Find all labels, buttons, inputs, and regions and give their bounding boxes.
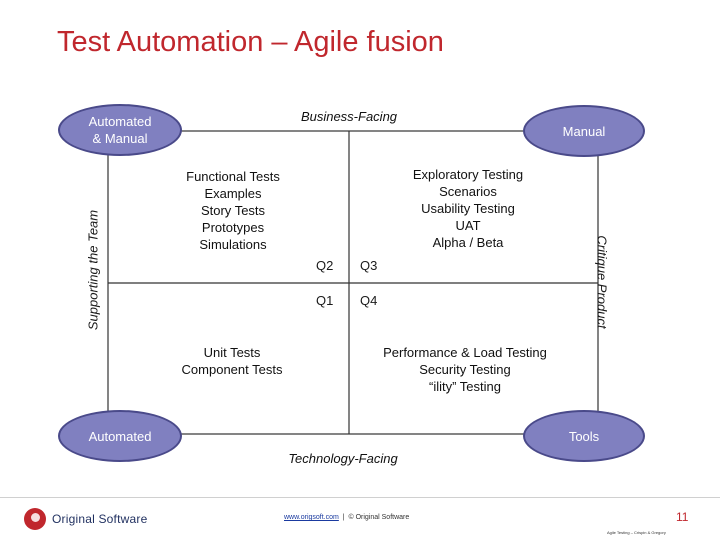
axis-critique-product: Critique Product [594, 235, 610, 329]
q4-items: Performance & Load Testing Security Test… [370, 344, 560, 395]
q4-item: Performance & Load Testing [383, 345, 547, 360]
q3-item: UAT [455, 218, 481, 233]
q1-item: Component Tests [181, 362, 283, 377]
q2-label: Q2 [316, 258, 334, 273]
axis-technology-facing: Technology-Facing [288, 451, 398, 466]
q2-items: Functional Tests Examples Story Tests Pr… [160, 168, 306, 253]
q3-label: Q3 [360, 258, 378, 273]
book-credit: Agile Testing – Crispin & Gregory [607, 530, 666, 535]
q1-label: Q1 [316, 293, 334, 308]
q4-item: “ility” Testing [428, 379, 501, 394]
page-title: Test Automation – Agile fusion [57, 26, 444, 58]
original-software-logo: Original Software [24, 508, 147, 530]
footer-divider [0, 497, 720, 498]
q3-item: Scenarios [439, 184, 497, 199]
q3-item: Alpha / Beta [432, 235, 504, 250]
q2-item: Functional Tests [186, 169, 280, 184]
q2-item: Prototypes [201, 220, 265, 235]
q2-item: Simulations [199, 237, 267, 252]
oval-tools-label: Tools [568, 428, 600, 444]
footer-center: www.origsoft.com | © Original Software [284, 514, 409, 521]
q2-item: Examples [204, 186, 262, 201]
footer-copyright: © Original Software [348, 514, 410, 521]
oval-automated-manual: Automated & Manual [58, 104, 182, 156]
oval-manual-label: Manual [562, 123, 606, 139]
oval-automated-label: Automated [88, 428, 152, 444]
footer-separator: | [342, 514, 345, 521]
footer-website-link[interactable]: www.origsoft.com [284, 514, 339, 521]
oval-manual: Manual [523, 105, 645, 157]
q1-item: Unit Tests [203, 345, 261, 360]
q4-item: Security Testing [419, 362, 511, 377]
logo-mark-icon [24, 508, 46, 530]
q1-items: Unit Tests Component Tests [162, 344, 302, 378]
q4-label: Q4 [360, 293, 378, 308]
q2-item: Story Tests [200, 203, 266, 218]
oval-tools: Tools [523, 410, 645, 462]
page-number: 11 [676, 510, 689, 524]
logo-text: Original Software [52, 512, 148, 526]
q3-items: Exploratory Testing Scenarios Usability … [390, 166, 546, 251]
oval-automated-manual-line2: & Manual [92, 131, 148, 146]
q3-item: Exploratory Testing [412, 167, 524, 182]
axis-business-facing: Business-Facing [300, 109, 398, 124]
axis-supporting-the-team: Supporting the Team [85, 209, 101, 331]
oval-automated-manual-line1: Automated [88, 114, 152, 129]
q3-item: Usability Testing [421, 201, 515, 216]
oval-automated: Automated [58, 410, 182, 462]
